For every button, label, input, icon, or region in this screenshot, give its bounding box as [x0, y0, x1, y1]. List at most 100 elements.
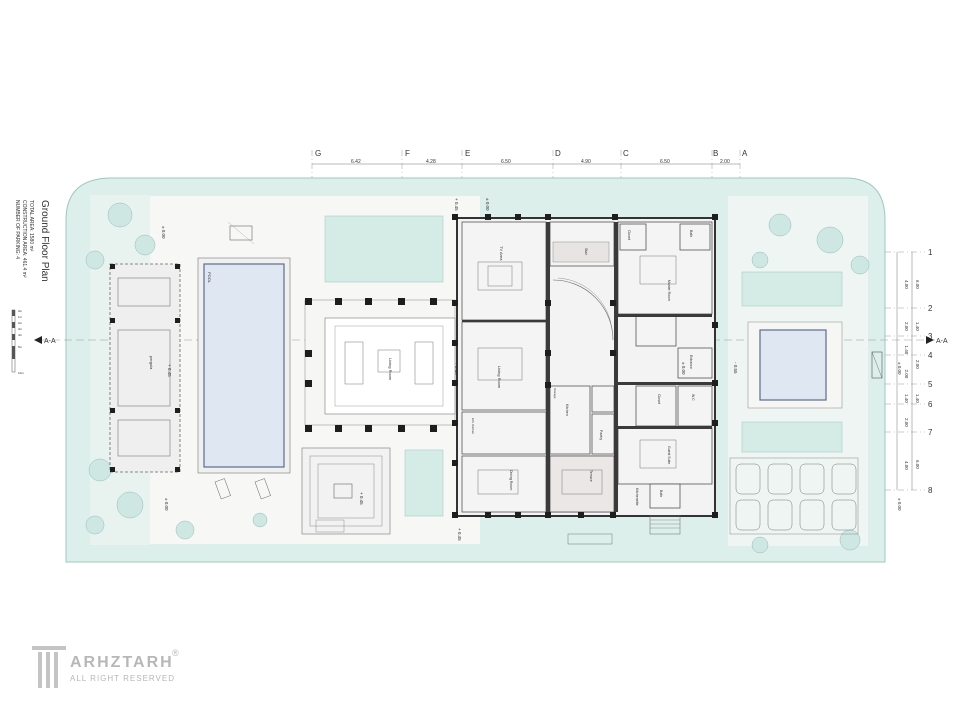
parking	[729, 457, 859, 535]
room-label-closet-2: Closet	[657, 394, 661, 404]
room-label-terrace: Terrace	[589, 470, 593, 482]
entry-gate	[871, 351, 883, 379]
grid-col-A: A	[742, 149, 748, 158]
grid-row-dim: 2.00	[904, 418, 909, 427]
grid-row-dim-outer: 1.40	[915, 394, 920, 403]
room-label-kitchenette: Kitchenette	[635, 488, 639, 506]
room-label-kitchen: Kitchen	[565, 404, 569, 416]
sunken-seating	[301, 447, 391, 535]
level-mark: ± 0.00	[681, 362, 686, 375]
column	[365, 425, 372, 432]
grid-row-dim-outer: 6.00	[915, 280, 920, 289]
scale-tick: 0m	[18, 309, 23, 313]
grid-row-7: 7	[928, 428, 933, 437]
level-mark: ± 0.00	[897, 498, 902, 511]
pergola: pergola	[109, 263, 181, 473]
section-mark-right: A-A	[926, 336, 948, 345]
entry-steps	[567, 515, 681, 545]
column	[452, 420, 458, 426]
room-label-storage: Storage	[553, 388, 557, 399]
grid-row-dim: 4.00	[904, 280, 909, 289]
column	[712, 420, 718, 426]
column	[545, 382, 551, 388]
scale-tick: 10m	[18, 371, 24, 375]
grid-col-dim: 6.50	[660, 159, 670, 165]
grid-row-2: 2	[928, 304, 933, 313]
pool: POOL	[197, 257, 291, 500]
room-label-pantry: Pantry	[599, 430, 603, 440]
grid-col-D: D	[555, 149, 561, 158]
grid-col-B: B	[713, 149, 718, 158]
grid-row-8: 8	[928, 486, 933, 495]
grid-row-6: 6	[928, 400, 933, 409]
brand-name: ARHZTARH	[70, 654, 174, 671]
grid-col-dim: 4.28	[426, 159, 436, 165]
grid-row-dim-outer: 1.40	[915, 322, 920, 331]
outdoor-living-courtyard: Living Room	[304, 298, 456, 432]
grid-row-3: 3	[928, 332, 933, 341]
garden-bed-north	[324, 215, 444, 283]
grid-row-1: 1	[928, 248, 933, 257]
column	[305, 380, 312, 387]
column	[612, 214, 618, 220]
room-label-living: Living Room	[497, 366, 502, 389]
room-label-master: Master Room	[667, 280, 671, 301]
scale-tick: 2m	[18, 321, 23, 325]
room-label-entrance: Entrance	[689, 355, 693, 369]
grid-row-5: 5	[928, 380, 933, 389]
column	[485, 512, 491, 518]
room-label-dining: Dining Room	[509, 470, 513, 490]
column	[305, 425, 312, 432]
scale-tick: 3m	[18, 327, 23, 331]
level-mark: ± 0.00	[485, 198, 490, 211]
grid-col-E: E	[465, 149, 470, 158]
column	[545, 214, 551, 220]
column	[515, 512, 521, 518]
column	[545, 300, 551, 306]
entry-pool	[747, 321, 843, 409]
column	[305, 350, 312, 357]
column	[398, 425, 405, 432]
scale-tick: 5m	[18, 345, 23, 349]
grid-col-F: F	[405, 149, 410, 158]
room-label-bath-2: Bath	[659, 490, 663, 497]
grid-row-dim: 4.00	[904, 461, 909, 470]
grid-row-dim: 2.00	[904, 370, 909, 379]
room-label-tv-area: TV Area	[499, 246, 504, 261]
grid-col-C: C	[623, 149, 629, 158]
grid-row-dim-outer: 6.00	[915, 460, 920, 469]
plan-title: Ground Floor Plan	[39, 200, 50, 282]
column	[430, 298, 437, 305]
column	[578, 512, 584, 518]
column	[610, 512, 616, 518]
room-label-pergola: pergola	[149, 356, 154, 370]
level-mark: + 0.45	[454, 198, 459, 211]
grid-row-dimensions-inner: 4.002.001.402.001.402.004.00	[904, 280, 909, 470]
column	[398, 298, 405, 305]
total-area: TOTAL AREA: 1580 m²	[28, 200, 34, 252]
title-block: Ground Floor Plan TOTAL AREA: 1580 m² CO…	[14, 200, 50, 282]
room-label-closet-1: Closet	[627, 230, 631, 240]
level-mark: ± 0.00	[164, 498, 169, 511]
column	[515, 214, 521, 220]
column	[712, 322, 718, 328]
column	[545, 350, 551, 356]
scale-tick: 1m	[18, 315, 23, 319]
room-label-bath-1: Bath	[689, 230, 693, 237]
column	[452, 300, 458, 306]
room-label-wc: W.C	[691, 394, 695, 401]
temple-logo-icon	[32, 646, 66, 688]
column	[712, 380, 718, 386]
grid-col-dim: 6.42	[351, 159, 361, 165]
grid-row-dim: 1.40	[904, 346, 909, 355]
parking-count: NUMBER OF PARKING: 4	[14, 200, 20, 259]
grid-col-dim: 4.90	[581, 159, 591, 165]
column	[610, 350, 616, 356]
section-mark-left: A-A	[34, 336, 56, 345]
column	[485, 214, 491, 220]
column	[430, 425, 437, 432]
column	[452, 512, 458, 518]
brand-rights: ALL RIGHT RESERVED	[70, 674, 175, 683]
